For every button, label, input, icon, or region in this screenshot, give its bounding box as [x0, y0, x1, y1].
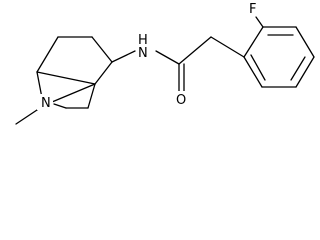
bond-c3-c4	[91, 36, 113, 63]
oxygen-bg	[173, 91, 189, 107]
bond-ch2-ring	[210, 36, 245, 58]
bond-c1-c2	[36, 36, 59, 73]
bond-namide-ccarbonyl	[155, 50, 180, 65]
structure-canvas: N H N O F	[15, 0, 315, 125]
bond-ring-inner-2	[290, 56, 306, 81]
bond-nbridge-methyl	[15, 107, 41, 125]
bond-ring-a4-a5	[295, 56, 315, 88]
fluorine-bg	[246, 0, 262, 16]
bond-nbridge-c5	[51, 83, 96, 103]
bond-ring-a3-a4	[295, 26, 315, 58]
fluorine-label: F	[249, 2, 256, 17]
bond-ccarbonyl-ch2	[178, 36, 212, 65]
oxygen-label: O	[176, 93, 186, 108]
bond-ring-a1-a2	[243, 26, 264, 58]
nitrogen-bridge-bg	[37, 94, 53, 110]
nitrogen-amide-bg	[136, 33, 154, 61]
bond-c3-namide	[111, 50, 136, 63]
hydrogen-amide-label: H	[138, 33, 148, 48]
molecule-structure: N H N O F	[15, 0, 315, 125]
bond-ring-inner-3	[250, 54, 266, 81]
bond-c7-nbridge	[53, 103, 67, 109]
bond-ring-a6-a1	[243, 56, 263, 88]
bond-c5-c1	[36, 71, 96, 85]
bond-ring-fluorine	[255, 16, 264, 28]
bond-c1-nbridge	[36, 71, 43, 99]
nitrogen-amide-label: N	[138, 46, 148, 61]
bond-c4-c5	[94, 61, 113, 85]
nitrogen-bridge-label: N	[41, 96, 51, 111]
bond-c5-c6	[87, 83, 96, 109]
